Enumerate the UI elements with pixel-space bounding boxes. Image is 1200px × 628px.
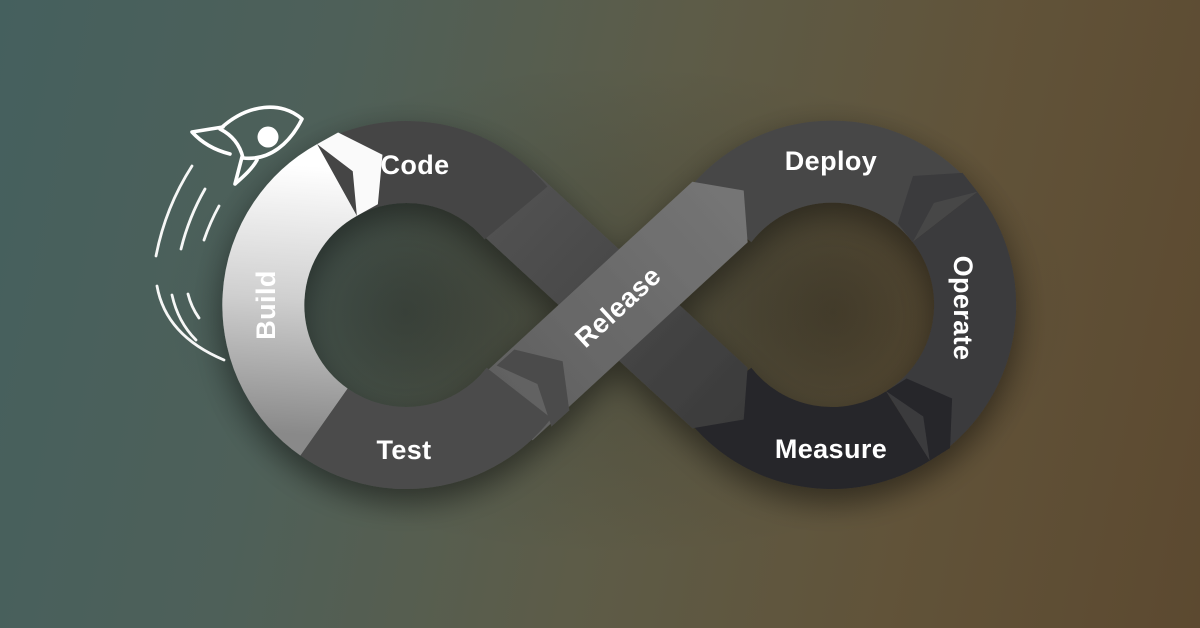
stage-test-label: Test xyxy=(376,435,431,465)
stage-deploy-label: Deploy xyxy=(785,146,877,176)
rocket-bottom-fin xyxy=(233,155,259,186)
trail-arc xyxy=(186,292,201,320)
motion-trail-arcs xyxy=(154,164,226,362)
rocket-icon xyxy=(190,105,304,186)
trail-arc xyxy=(170,293,198,342)
trail-arc xyxy=(154,164,194,258)
trail-arc xyxy=(155,284,226,362)
stage-measure-label: Measure xyxy=(775,434,887,464)
stage-build-segment xyxy=(222,144,358,456)
trail-arc xyxy=(179,187,207,251)
trail-arc xyxy=(202,204,221,242)
rocket-window xyxy=(257,126,279,148)
stage-code-label: Code xyxy=(380,150,449,180)
rocket-body xyxy=(218,105,304,161)
rocket-left-fin xyxy=(190,125,232,156)
stage-operate-label: Operate xyxy=(948,256,978,361)
stage-build-label: Build xyxy=(251,270,281,340)
stage-test-segment xyxy=(300,366,552,490)
